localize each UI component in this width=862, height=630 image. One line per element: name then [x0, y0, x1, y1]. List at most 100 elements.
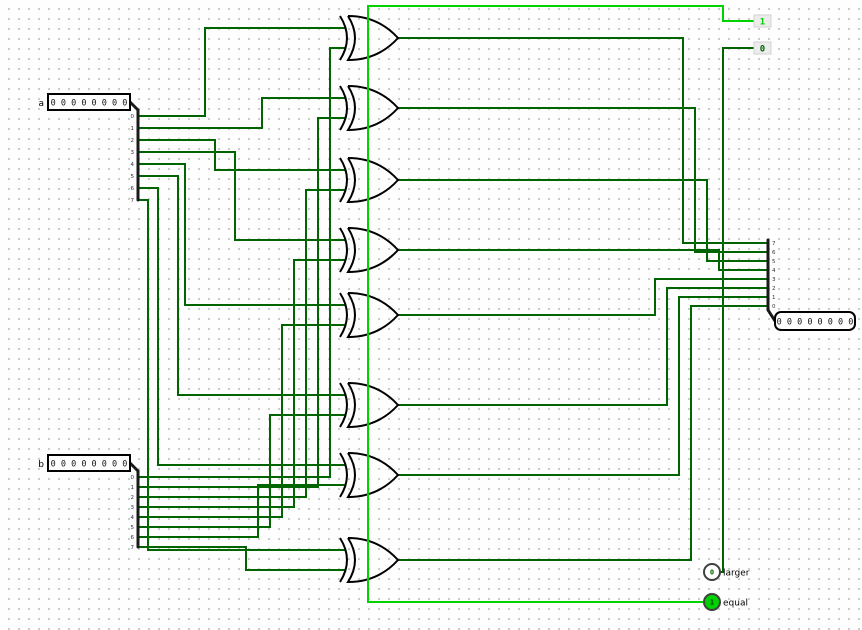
- bit-index: 2: [772, 286, 776, 292]
- xor-gate-body: [346, 227, 400, 274]
- xor-gate-1[interactable]: [339, 15, 400, 62]
- xor-gate-arc: [339, 85, 348, 131]
- bit-index: 5: [131, 525, 135, 531]
- constant-zero-box: [753, 41, 772, 55]
- xor-gate-4[interactable]: [339, 227, 400, 274]
- input-pin-b-box: [47, 454, 131, 472]
- xor-gate-body: [346, 292, 400, 339]
- constant-zero[interactable]: 0: [753, 41, 772, 55]
- wire-a-bit2: [138, 139, 345, 171]
- output-pin-result-box: [774, 311, 856, 331]
- bit-index: 7: [131, 545, 135, 551]
- bit-index: 4: [131, 162, 135, 168]
- wires-input-a: [138, 27, 345, 551]
- input-pin-a-value: 0 0 0 0 0 0 0 0: [51, 99, 128, 109]
- xor-gate-6[interactable]: [339, 382, 400, 429]
- wire-a-bit0: [138, 27, 345, 117]
- splitter-output-bit-indices: 7 6 5 4 3 2 1 0: [772, 241, 776, 310]
- output-pin-equal[interactable]: 1: [703, 593, 721, 611]
- larger-label: larger: [723, 569, 750, 579]
- wire-a-bit1: [138, 97, 345, 129]
- splitter-output[interactable]: [766, 238, 777, 323]
- bit-index: 2: [131, 495, 135, 501]
- xor-gate-arc: [339, 292, 348, 338]
- splitter-b[interactable]: [128, 461, 140, 549]
- input-pin-a[interactable]: 0 0 0 0 0 0 0 0: [47, 93, 131, 111]
- xor-gate-body: [346, 452, 400, 499]
- output-pin-larger[interactable]: 0: [703, 563, 721, 581]
- splitter-b-bit-indices: 0 1 2 3 4 5 6 7: [131, 475, 135, 551]
- xor-gate-body: [346, 15, 400, 62]
- splitter-a[interactable]: [128, 100, 140, 202]
- splitter-a-bit-indices: 0 1 2 3 4 5 6 7: [131, 114, 135, 204]
- wire-xor4-out: [398, 249, 768, 271]
- wire-xor7-out: [398, 296, 768, 476]
- xor-gate-2[interactable]: [339, 85, 400, 132]
- constant-one-value: 1: [760, 18, 765, 28]
- bit-index: 4: [772, 268, 776, 274]
- bit-index: 5: [131, 174, 135, 180]
- output-pin-result-value: 0 0 0 0 0 0 0 0: [777, 318, 854, 328]
- xor-gate-8[interactable]: [339, 537, 400, 584]
- xor-gate-arc: [339, 157, 348, 203]
- wire-const0-to-larger: [704, 47, 756, 573]
- constant-zero-value: 0: [760, 45, 765, 55]
- input-pin-b[interactable]: 0 0 0 0 0 0 0 0: [47, 454, 131, 472]
- input-pin-a-box: [47, 93, 131, 111]
- bit-index: 3: [131, 505, 135, 511]
- wire-xor1-out: [398, 37, 768, 244]
- xor-gate-arc: [339, 227, 348, 273]
- wire-a-bit3: [138, 151, 345, 241]
- wire-const1-to-equal: [367, 5, 756, 603]
- equal-label: equal: [723, 599, 748, 609]
- bit-index: 0: [772, 304, 776, 310]
- constant-one-box: [753, 14, 772, 28]
- wire-a-bit5: [138, 175, 345, 396]
- wire-b-bit0: [138, 47, 345, 478]
- equal-led: [703, 593, 721, 611]
- xor-gate-5[interactable]: [339, 292, 400, 339]
- xor-gate-arc: [339, 15, 348, 61]
- bit-index: 4: [131, 515, 135, 521]
- wire-a-bit6: [138, 187, 345, 466]
- wire-b-bit6: [138, 484, 345, 538]
- bit-index: 7: [131, 198, 135, 204]
- splitter-a-stem: [128, 100, 140, 112]
- wire-a-bit4: [138, 163, 345, 306]
- bit-index: 0: [131, 475, 135, 481]
- equal-led-value: 1: [710, 599, 714, 607]
- wire-b-bit2: [138, 189, 345, 498]
- xor-gate-arc: [339, 382, 348, 428]
- wire-xor8-out: [398, 305, 768, 561]
- xor-gate-body: [346, 382, 400, 429]
- larger-led: [703, 563, 721, 581]
- splitter-b-stem: [128, 461, 140, 473]
- splitter-output-stem: [766, 308, 777, 323]
- xor-gate-body: [346, 537, 400, 584]
- wire-b-bit5: [138, 414, 345, 528]
- bit-index: 3: [131, 150, 135, 156]
- bit-index: 6: [131, 535, 135, 541]
- larger-led-value: 0: [710, 569, 714, 577]
- bit-index: 6: [772, 250, 776, 256]
- constant-one[interactable]: 1: [753, 14, 772, 28]
- bit-index: 5: [772, 259, 776, 265]
- xor-gate-body: [346, 85, 400, 132]
- xor-gate-3[interactable]: [339, 157, 400, 204]
- bit-index: 2: [131, 138, 135, 144]
- bit-index: 1: [131, 485, 135, 491]
- wire-xor5-out: [398, 278, 768, 316]
- bit-index: 7: [772, 241, 776, 247]
- wire-xor3-out: [398, 179, 768, 262]
- bit-index: 1: [131, 126, 135, 132]
- xor-gate-arc: [339, 537, 348, 583]
- xor-gate-7[interactable]: [339, 452, 400, 499]
- bit-index: 3: [772, 277, 776, 283]
- bit-index: 6: [131, 186, 135, 192]
- output-pin-result[interactable]: 0 0 0 0 0 0 0 0: [774, 311, 856, 331]
- wires-xor-outputs: [398, 37, 768, 561]
- bit-index: 1: [772, 295, 776, 301]
- xor-gate-body: [346, 157, 400, 204]
